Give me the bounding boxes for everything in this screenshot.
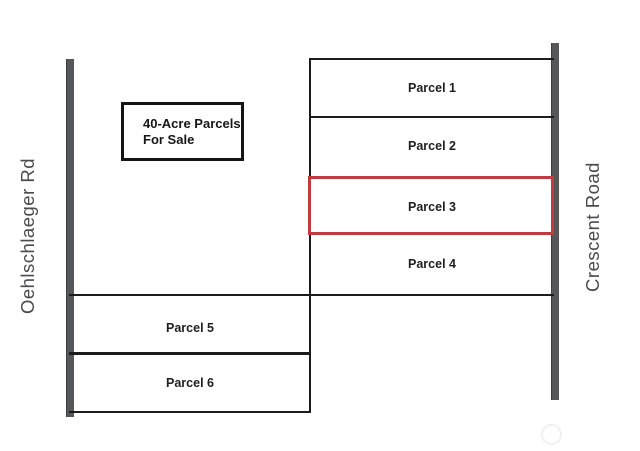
parcel-6-label: Parcel 6 [166,376,214,390]
parcel-3-label: Parcel 3 [408,200,456,214]
crescent-road-label: Crescent Road [582,162,603,292]
for-sale-sign: 40-Acre Parcels For Sale [121,102,244,161]
parcel3-highlight-outline [308,176,554,235]
oehlschlaeger-road-strip [66,59,74,417]
parcel5-parcel6-line [69,352,311,355]
parcel1-parcel2-line [309,115,554,118]
parcel4-bottom-line [69,293,554,296]
for-sale-sign-line1: 40-Acre Parcels [143,116,241,131]
for-sale-sign-line2: For Sale [143,131,195,147]
center-vertical-line [308,57,311,413]
watermark-circle [541,424,562,445]
parcel-1-label: Parcel 1 [408,81,456,95]
parcel1-top-line [309,57,554,60]
parcel6-bottom-line [69,410,311,413]
oehlschlaeger-road-label: Oehlschlaeger Rd [17,157,38,315]
parcel-5-label: Parcel 5 [166,321,214,335]
parcel-2-label: Parcel 2 [408,139,456,153]
parcel-4-label: Parcel 4 [408,257,456,271]
